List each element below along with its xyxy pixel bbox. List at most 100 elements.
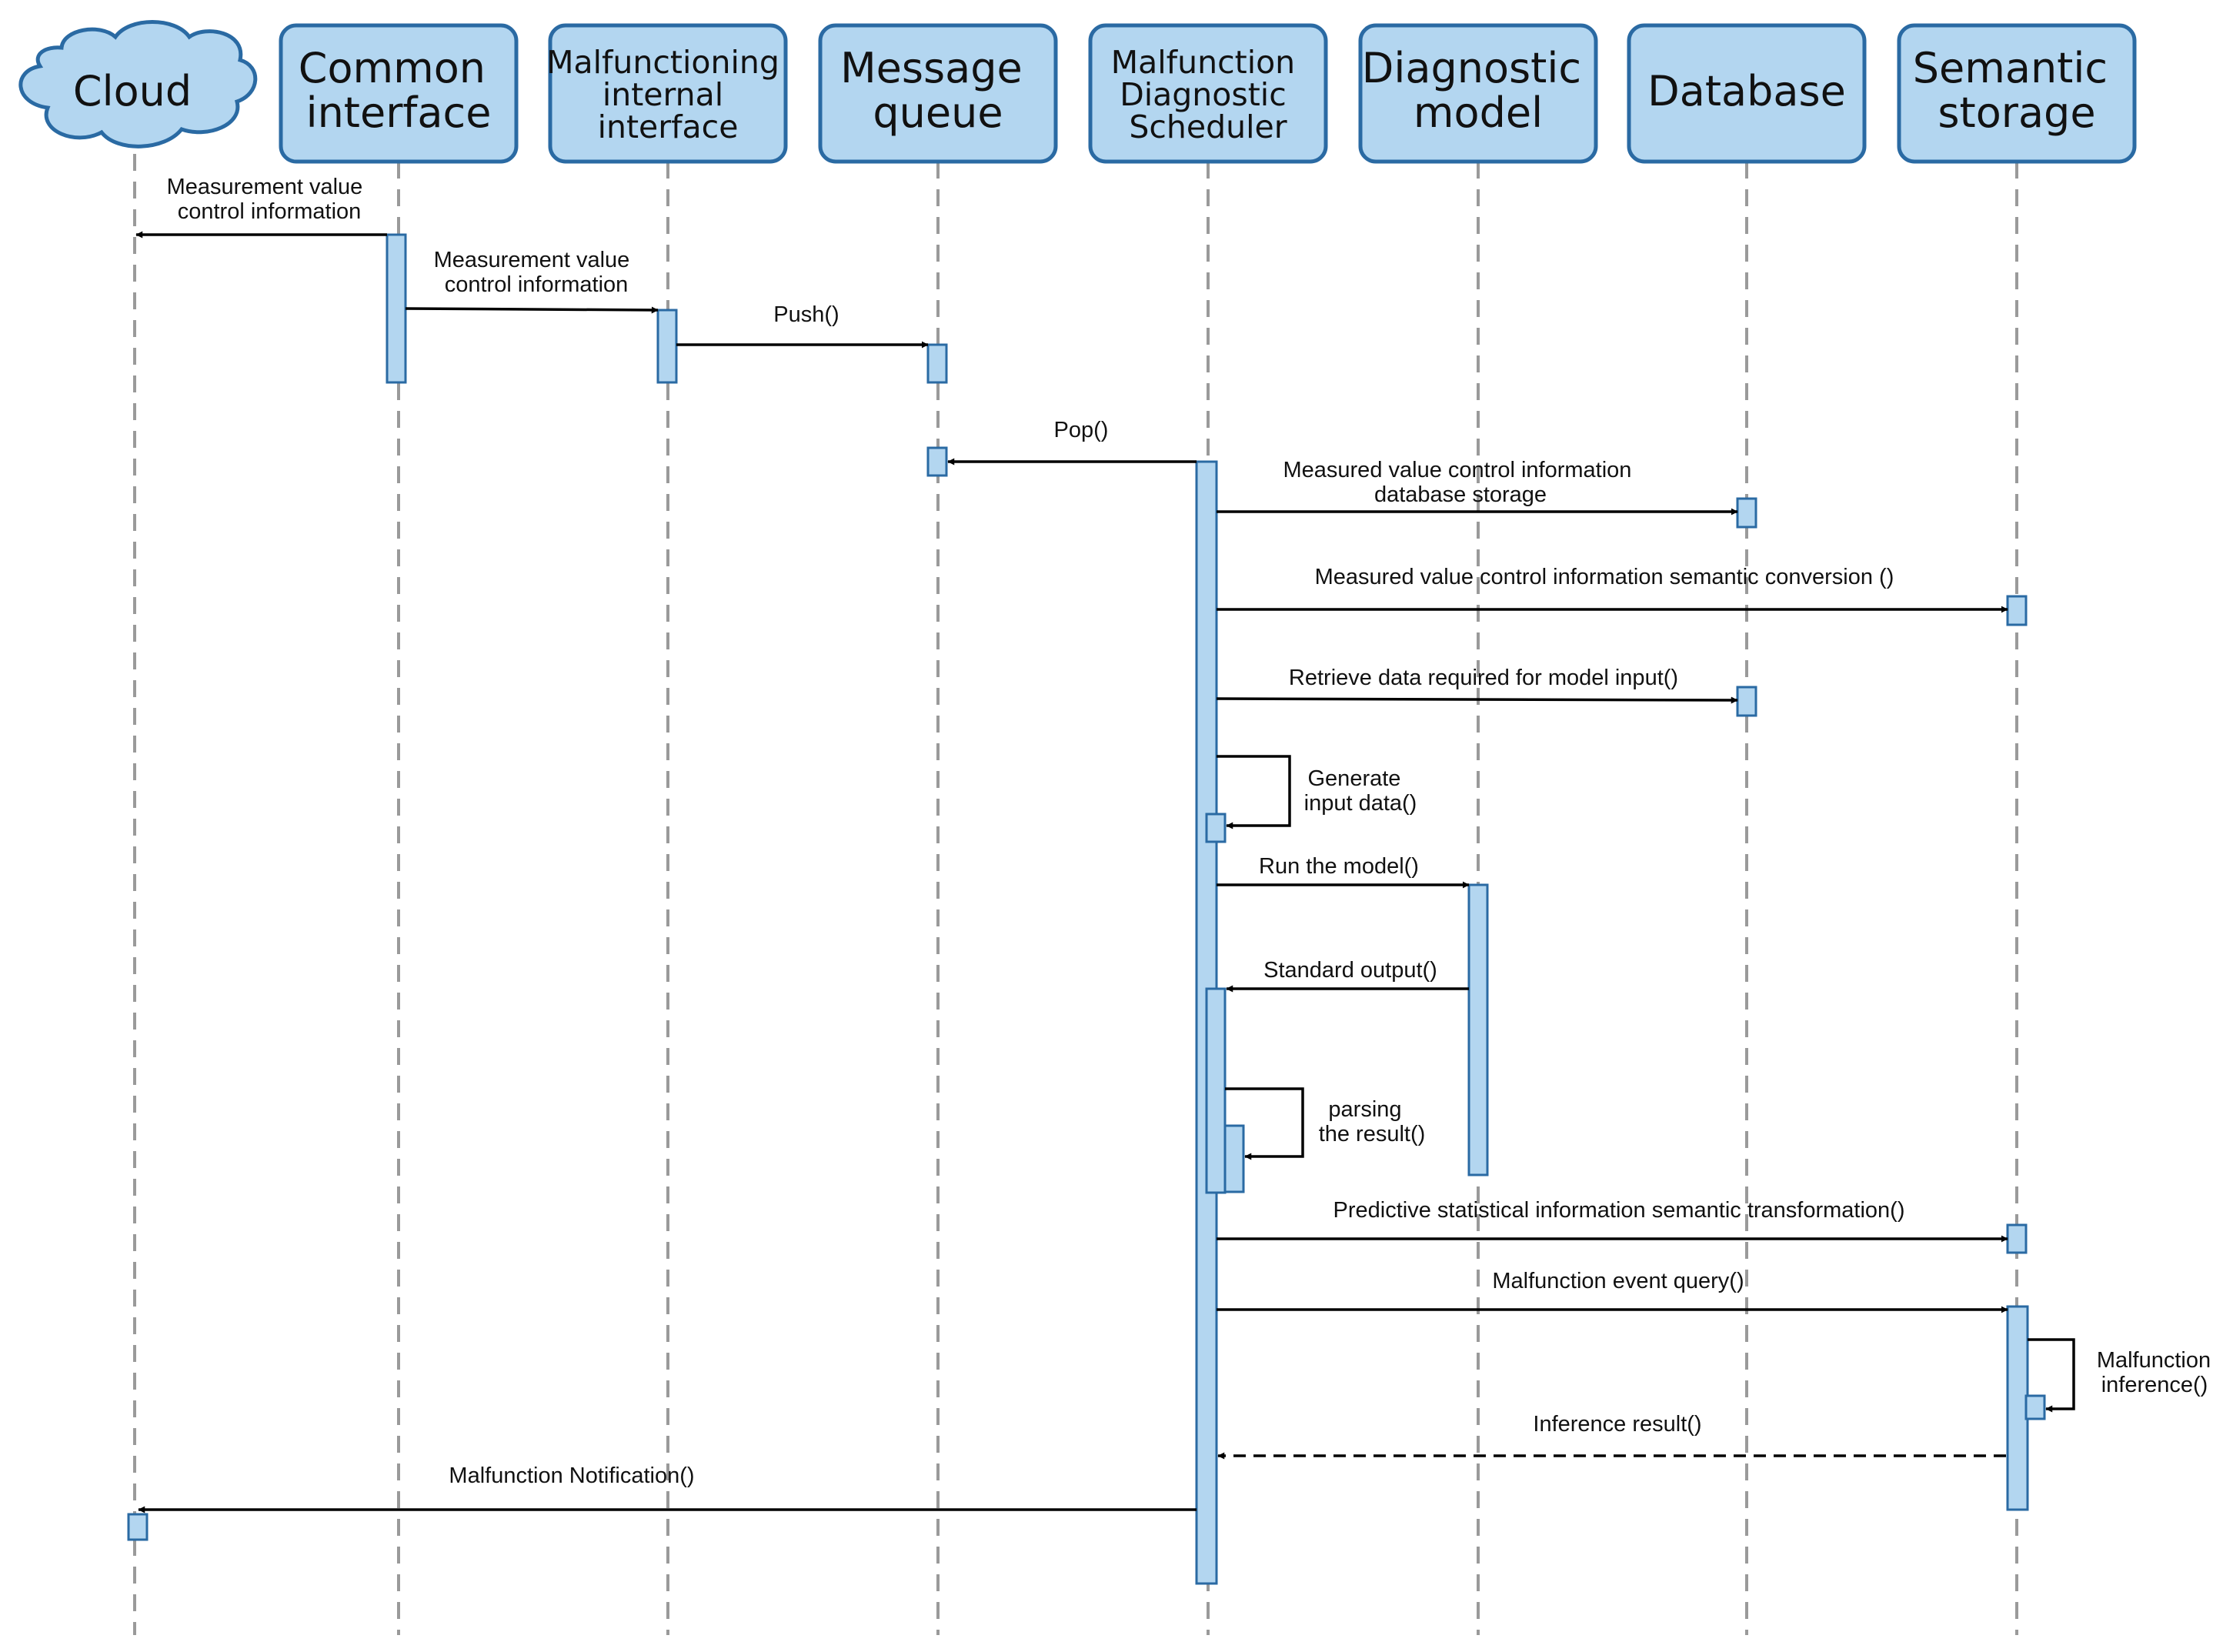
label-malfunction-event-query: Malfunction event query() [1492,1269,1744,1293]
label-predictive-transformation: Predictive statistical information seman… [1333,1198,1905,1223]
participant-diagnostic-model: Diagnostic model [1358,23,1598,164]
label-common-to-internal-line-2: control information [445,272,629,297]
label-database-storage-line-1: Measured value control information [1283,458,1631,482]
participant-malfunctioning-internal-interface: Malfunctioning internal interface [546,23,789,164]
label-parsing-the-result: parsing the result() [1319,1097,1426,1146]
label-semantic-conversion: Measured value control information seman… [1315,565,1894,589]
message-predictive-transformation: Predictive statistical information seman… [1217,1198,2008,1243]
diagnostic-model-label: Diagnostic model [1362,44,1594,137]
database-box [1627,23,1867,164]
activation-database-retrieve [1736,686,1757,717]
participant-cloud: Cloud [18,20,258,149]
label-parsing-the-result-line-1: parsing [1328,1097,1401,1122]
message-semantic-conversion: Measured value control information seman… [1217,565,2008,613]
participant-database: Database [1627,23,1867,164]
cloud-shape [18,20,258,149]
activation-database-storage [1736,497,1757,529]
internal-interface-label: Malfunctioning internal interface [546,44,789,145]
diagnostic-model-label-line-1: Diagnostic [1362,44,1581,92]
label-parsing-the-result-line-2: the result() [1319,1122,1426,1146]
scheduler-label-line-3: Scheduler [1129,108,1287,145]
message-malfunction-notification: Malfunction Notification() [138,1463,1197,1513]
semantic-storage-label-line-1: Semantic [1913,44,2108,92]
semantic-storage-label-line-2: storage [1938,88,2095,137]
activation-generate-input [1205,813,1227,843]
label-pop: Pop() [1054,418,1109,442]
semantic-storage-label: Semantic storage [1913,44,2121,137]
diagnostic-model-label-line-2: model [1414,88,1543,137]
message-common-to-cloud: Measurement value control information [135,175,387,239]
label-standard-output: Standard output() [1263,958,1437,983]
label-database-storage-line-2: database storage [1374,482,1547,507]
message-pop: Pop() [947,418,1197,466]
label-malfunction-inference-line-2: inference() [2101,1373,2208,1397]
label-common-to-internal: Measurement value control information [434,248,636,297]
common-interface-label-line-1: Common [299,44,486,92]
message-push: Push() [676,302,929,349]
common-interface-box [279,23,519,164]
label-common-to-internal-line-1: Measurement value [434,248,630,272]
activation-internal-interface [656,309,678,384]
message-common-to-internal: Measurement value control information [405,248,659,314]
activation-common-interface [386,233,407,384]
message-queue-label-line-2: queue [873,88,1003,137]
activation-semantic-conversion [2006,595,2028,626]
label-generate-input-data: Generate input data() [1304,766,1417,816]
scheduler-label-line-2: Diagnostic [1120,76,1287,113]
label-malfunction-inference-line-1: Malfunction [2097,1348,2211,1373]
label-generate-input-data-line-1: Generate [1308,766,1401,791]
label-malfunction-notification: Malfunction Notification() [449,1463,694,1488]
message-database-storage: Measured value control information datab… [1217,458,1738,516]
activation-malfunction-inference [2024,1394,2046,1420]
label-generate-input-data-line-2: input data() [1304,791,1417,816]
common-interface-label-line-2: interface [306,88,492,137]
internal-interface-box [548,23,788,164]
message-inference-result: Inference result() [1217,1412,2006,1460]
arrow-parsing-the-result [1225,1087,1304,1160]
activation-semantic-predictive [2006,1223,2028,1254]
activation-standard-output [1205,987,1227,1194]
message-retrieve-data: Retrieve data required for model input() [1216,666,1738,704]
message-standard-output: Standard output() [1226,958,1469,993]
activation-queue-pop [926,446,948,477]
message-queue-label: Message queue [840,44,1036,137]
label-retrieve-data: Retrieve data required for model input() [1289,666,1678,690]
scheduler-box [1088,23,1328,164]
label-common-to-cloud-line-2: control information [178,199,362,224]
message-malfunction-inference: Malfunction inference() [2028,1338,2217,1413]
message-queue-label-line-1: Message [840,44,1023,92]
activation-diagnostic-model [1467,883,1489,1176]
label-common-to-cloud: Measurement value control information [167,175,369,224]
message-generate-input-data: Generate input data() [1217,755,1417,829]
message-run-the-model: Run the model() [1217,854,1470,889]
internal-interface-label-line-1: Malfunctioning [546,44,779,81]
lifelines [133,154,2018,1635]
label-common-to-cloud-line-1: Measurement value [167,175,363,199]
common-interface-label: Common interface [299,44,499,137]
arrow-common-to-internal [405,306,659,314]
diagnostic-model-box [1358,23,1598,164]
message-malfunction-event-query: Malfunction event query() [1217,1269,2008,1313]
semantic-storage-box [1897,23,2137,164]
label-database-storage: Measured value control information datab… [1283,458,1637,507]
participant-message-queue: Message queue [818,23,1058,164]
arrow-retrieve-data [1216,696,1738,704]
activation-parsing [1223,1124,1245,1193]
activation-queue-push [926,343,948,384]
cloud-label-line-1: Cloud [73,67,192,115]
participant-malfunction-diagnostic-scheduler: Malfunction Diagnostic Scheduler [1088,23,1328,164]
arrow-malfunction-inference [2028,1338,2075,1413]
activation-semantic-query [2006,1305,2029,1511]
scheduler-label-line-1: Malfunction [1111,44,1295,81]
cloud-label: Cloud [73,67,192,115]
database-label: Database [1647,67,1846,115]
internal-interface-label-line-3: interface [598,108,739,145]
label-malfunction-inference: Malfunction inference() [2097,1348,2217,1397]
participant-common-interface: Common interface [279,23,519,164]
arrow-generate-input-data [1217,755,1291,829]
label-inference-result: Inference result() [1533,1412,1701,1437]
message-queue-box [818,23,1058,164]
participant-semantic-storage: Semantic storage [1897,23,2137,164]
activation-cloud-notification [127,1513,149,1541]
